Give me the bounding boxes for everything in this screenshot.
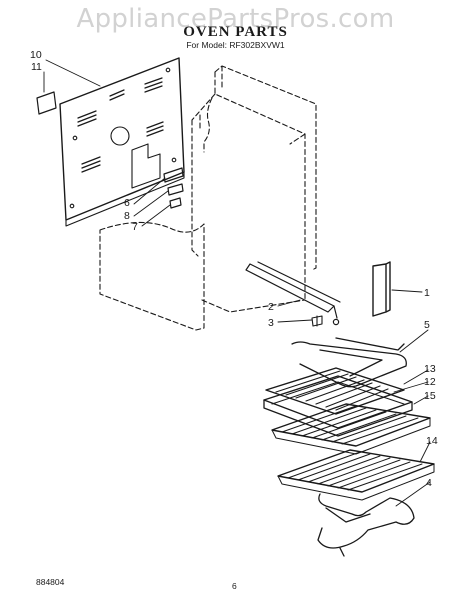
callout-15: 15 xyxy=(424,390,436,402)
callout-10: 10 xyxy=(30,49,42,61)
callout-3: 3 xyxy=(268,317,274,329)
rear-panel xyxy=(59,57,185,227)
watermark: AppliancePartsPros.com xyxy=(76,4,395,34)
callout-1: 1 xyxy=(424,287,430,299)
broil-pan-grid xyxy=(265,367,405,415)
callout-13: 13 xyxy=(424,363,436,375)
callout-7: 7 xyxy=(132,221,138,233)
callout-8: 8 xyxy=(124,210,130,222)
side-trim xyxy=(372,261,391,317)
leader-lines xyxy=(43,59,431,507)
callout-4: 4 xyxy=(426,477,432,489)
diagram-title: OVEN PARTS xyxy=(183,24,288,40)
screw xyxy=(311,315,323,327)
small-brackets xyxy=(163,167,184,209)
document-number: 884804 xyxy=(36,577,65,587)
oven-rack-upper xyxy=(271,403,431,455)
element-rail xyxy=(245,261,341,326)
callout-14: 14 xyxy=(426,435,438,447)
side-panel-outline xyxy=(99,221,205,331)
page-number: 6 xyxy=(232,581,237,591)
callout-numbers: 10 11 6 8 7 1 2 3 5 13 12 15 14 4 xyxy=(30,49,438,489)
model-line: For Model: RF302BXVW1 xyxy=(186,40,285,50)
cover-plate xyxy=(36,91,57,115)
broil-pan xyxy=(263,375,413,437)
oven-liner-outline xyxy=(191,65,317,313)
callout-11: 11 xyxy=(31,61,42,73)
callout-5: 5 xyxy=(424,319,430,331)
heating-element-lower xyxy=(317,493,415,557)
callout-12: 12 xyxy=(424,376,436,388)
oven-rack-lower xyxy=(277,449,435,501)
callout-6: 6 xyxy=(124,197,130,209)
callout-2: 2 xyxy=(268,301,274,313)
